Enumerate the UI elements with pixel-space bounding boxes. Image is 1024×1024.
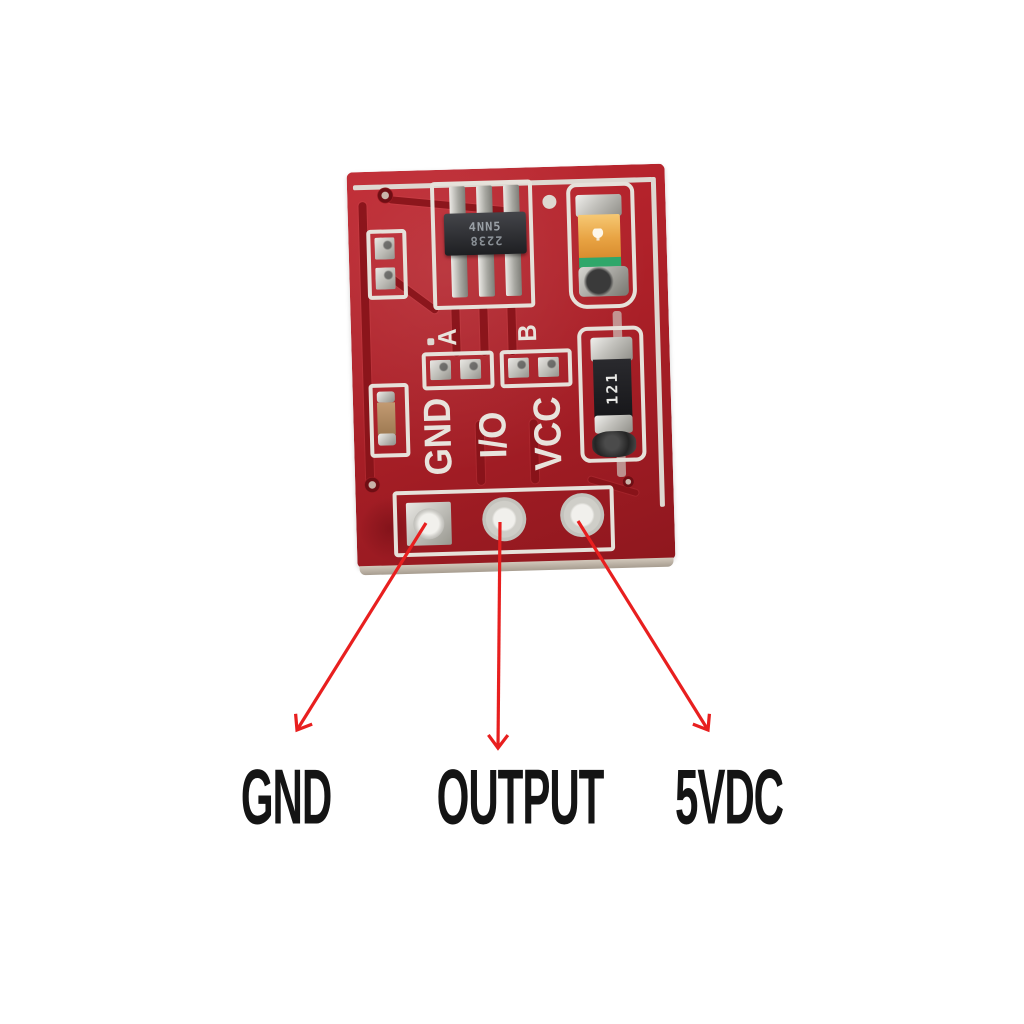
- ic-lead: [504, 251, 523, 297]
- capacitor-solder-cap: [377, 433, 397, 446]
- resistor-marking: 121: [603, 371, 623, 405]
- mounting-hole: [364, 476, 381, 494]
- silk-label-io: I/O: [471, 410, 516, 459]
- pcb-board: 4NN5 2238 121 A: [346, 163, 676, 576]
- via-hole: [622, 475, 635, 488]
- pcb-edge: [359, 557, 674, 576]
- pin-label-gnd: GND: [240, 752, 332, 841]
- jumper-b-label: B: [511, 323, 542, 342]
- ic-lead: [502, 184, 520, 216]
- ic-lead: [450, 253, 469, 298]
- led-anode-mark-icon: [592, 228, 604, 243]
- jumper-a-pad: [429, 359, 452, 381]
- silk-dot: [542, 194, 557, 210]
- smd-pad: [375, 267, 396, 290]
- silk-right-border: [650, 176, 665, 507]
- pin-hole-gnd: [405, 501, 452, 546]
- pin-label-output: OUTPUT: [436, 752, 605, 841]
- smd-resistor: 121: [592, 358, 633, 418]
- ic-marking-line2: 2238: [468, 233, 503, 249]
- led-solder-joint: [578, 265, 630, 298]
- smd-capacitor: [376, 402, 396, 435]
- ic-marking-line1: 4NN5: [468, 219, 502, 235]
- silk-label-gnd: GND: [416, 396, 461, 476]
- smd-pad: [374, 237, 395, 260]
- capacitor-solder-cap: [376, 391, 395, 403]
- jumper-a-pad: [459, 358, 482, 380]
- jumper-b-pad: [507, 357, 530, 379]
- ic-lead: [475, 185, 493, 216]
- silk-label-vcc: VCC: [526, 395, 571, 471]
- silk-dot-small: [427, 338, 435, 346]
- solder-blob: [591, 430, 637, 458]
- ttp223-ic-chip: 4NN5 2238: [443, 211, 527, 256]
- jumper-b-pad: [537, 356, 560, 378]
- ic-lead: [448, 186, 466, 217]
- through-hole: [412, 507, 445, 540]
- copper-trace: [479, 305, 489, 356]
- pin-label-5vdc: 5VDC: [674, 752, 784, 841]
- ic-lead: [477, 252, 496, 297]
- led-indicator: [577, 213, 622, 260]
- jumper-a-label: A: [431, 327, 462, 346]
